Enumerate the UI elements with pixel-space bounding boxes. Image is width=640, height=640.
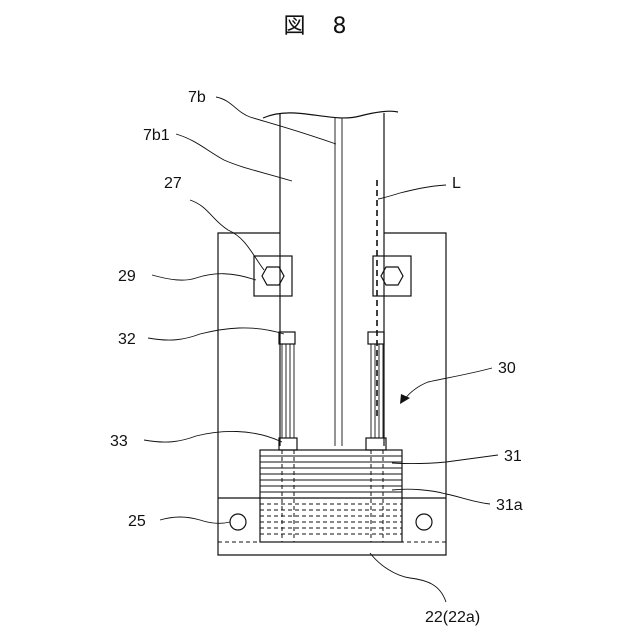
hole-right: [416, 514, 432, 530]
label-L: L: [452, 175, 461, 192]
stud-right: [366, 332, 386, 450]
bolt-right: [373, 256, 411, 296]
nut-33: [279, 438, 297, 450]
label-7b: 7b: [188, 89, 206, 106]
stud-left: [279, 332, 297, 450]
reference-labels: 7b 7b1 27 L 29 32 30 33 31 31a 25 22(22a…: [110, 89, 523, 626]
base-plate: [218, 233, 446, 555]
label-33: 33: [110, 433, 128, 450]
label-31a: 31a: [496, 497, 523, 514]
label-30: 30: [498, 360, 516, 377]
hole-left-25: [230, 514, 246, 530]
label-25: 25: [128, 513, 146, 530]
label-7b1: 7b1: [143, 127, 170, 144]
arrowhead-30: [400, 394, 410, 404]
label-27: 27: [164, 175, 182, 192]
nut-32: [279, 332, 295, 344]
spacer-stack-31: [260, 450, 402, 542]
bolt-left-29: [254, 256, 292, 296]
label-22: 22(22a): [425, 609, 480, 626]
hex-head-27: [262, 267, 284, 285]
label-31: 31: [504, 448, 522, 465]
label-29: 29: [118, 268, 136, 285]
label-32: 32: [118, 331, 136, 348]
leader-lines: [144, 97, 498, 602]
